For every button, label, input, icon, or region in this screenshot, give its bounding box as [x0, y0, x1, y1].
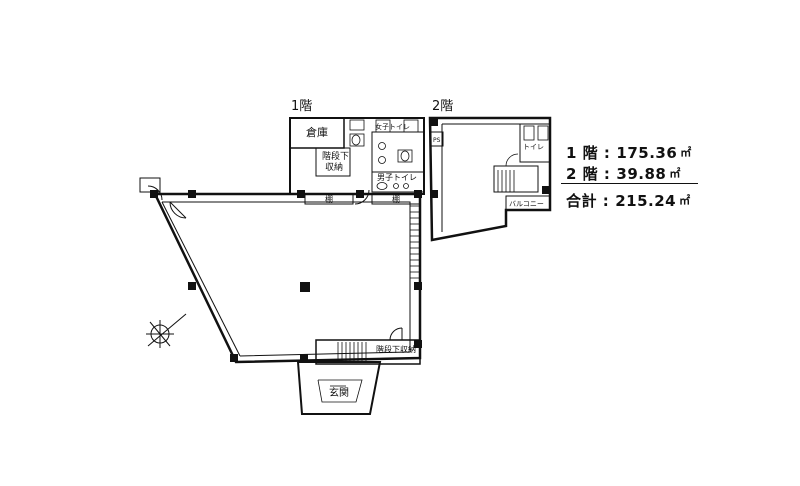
second-floor-label: 2階	[432, 99, 453, 114]
area-total-value: 215.24	[615, 192, 677, 210]
second-floor-columns	[430, 118, 550, 198]
area-second-floor-label: 2 階 :	[566, 165, 611, 183]
balcony-label: バルコニー	[509, 200, 544, 208]
shelf-left-label: 棚	[325, 194, 333, 204]
bottom-storage-strip	[315, 339, 421, 365]
right-stair-hatching	[410, 205, 420, 279]
area-total-label: 合計 :	[566, 192, 610, 210]
first-floor-plan	[139, 117, 425, 415]
area-second-floor-value: 39.88	[616, 165, 667, 183]
inner-wall-line	[162, 201, 411, 357]
first-floor-label: 1階	[291, 99, 312, 114]
toilet-2f-label: トイレ	[523, 143, 544, 151]
area-total-unit: ㎡	[679, 194, 691, 207]
service-block-outline	[289, 117, 425, 195]
balcony-box	[505, 195, 551, 211]
under-stairs-label-1: 階段下	[322, 150, 349, 162]
storage-label: 倉庫	[306, 125, 328, 139]
toilet-2f-room	[519, 123, 551, 163]
area-first-floor-label: 1 階 :	[566, 144, 611, 162]
womens-toilet-label: 女子トイレ	[375, 122, 410, 131]
area-first-floor-unit: ㎡	[680, 146, 692, 159]
stairs-2f	[493, 165, 539, 193]
under-stairs-label-2: 収納	[325, 161, 343, 173]
sales-floor-outline	[153, 192, 422, 364]
entrance-label: 玄関	[329, 386, 349, 399]
structural-columns	[150, 190, 422, 362]
area-first-floor-value: 175.36	[616, 144, 678, 162]
second-floor-plan	[428, 116, 552, 242]
area-divider	[561, 183, 698, 184]
compass-icon	[146, 313, 187, 348]
entrance-outline	[296, 361, 382, 415]
area-second-floor-unit: ㎡	[669, 167, 681, 180]
mens-toilet-label: 男子トイレ	[377, 173, 417, 182]
mens-toilet-room	[371, 171, 425, 193]
ps-label: PS	[433, 137, 441, 144]
door-swing-left	[169, 201, 187, 219]
second-floor-outline	[428, 116, 552, 242]
under-stairs-storage-label: 階段下収納	[376, 344, 416, 354]
under-stairs-room	[315, 147, 351, 177]
shelf-right-label: 棚	[392, 194, 400, 204]
ps-box	[430, 131, 444, 147]
